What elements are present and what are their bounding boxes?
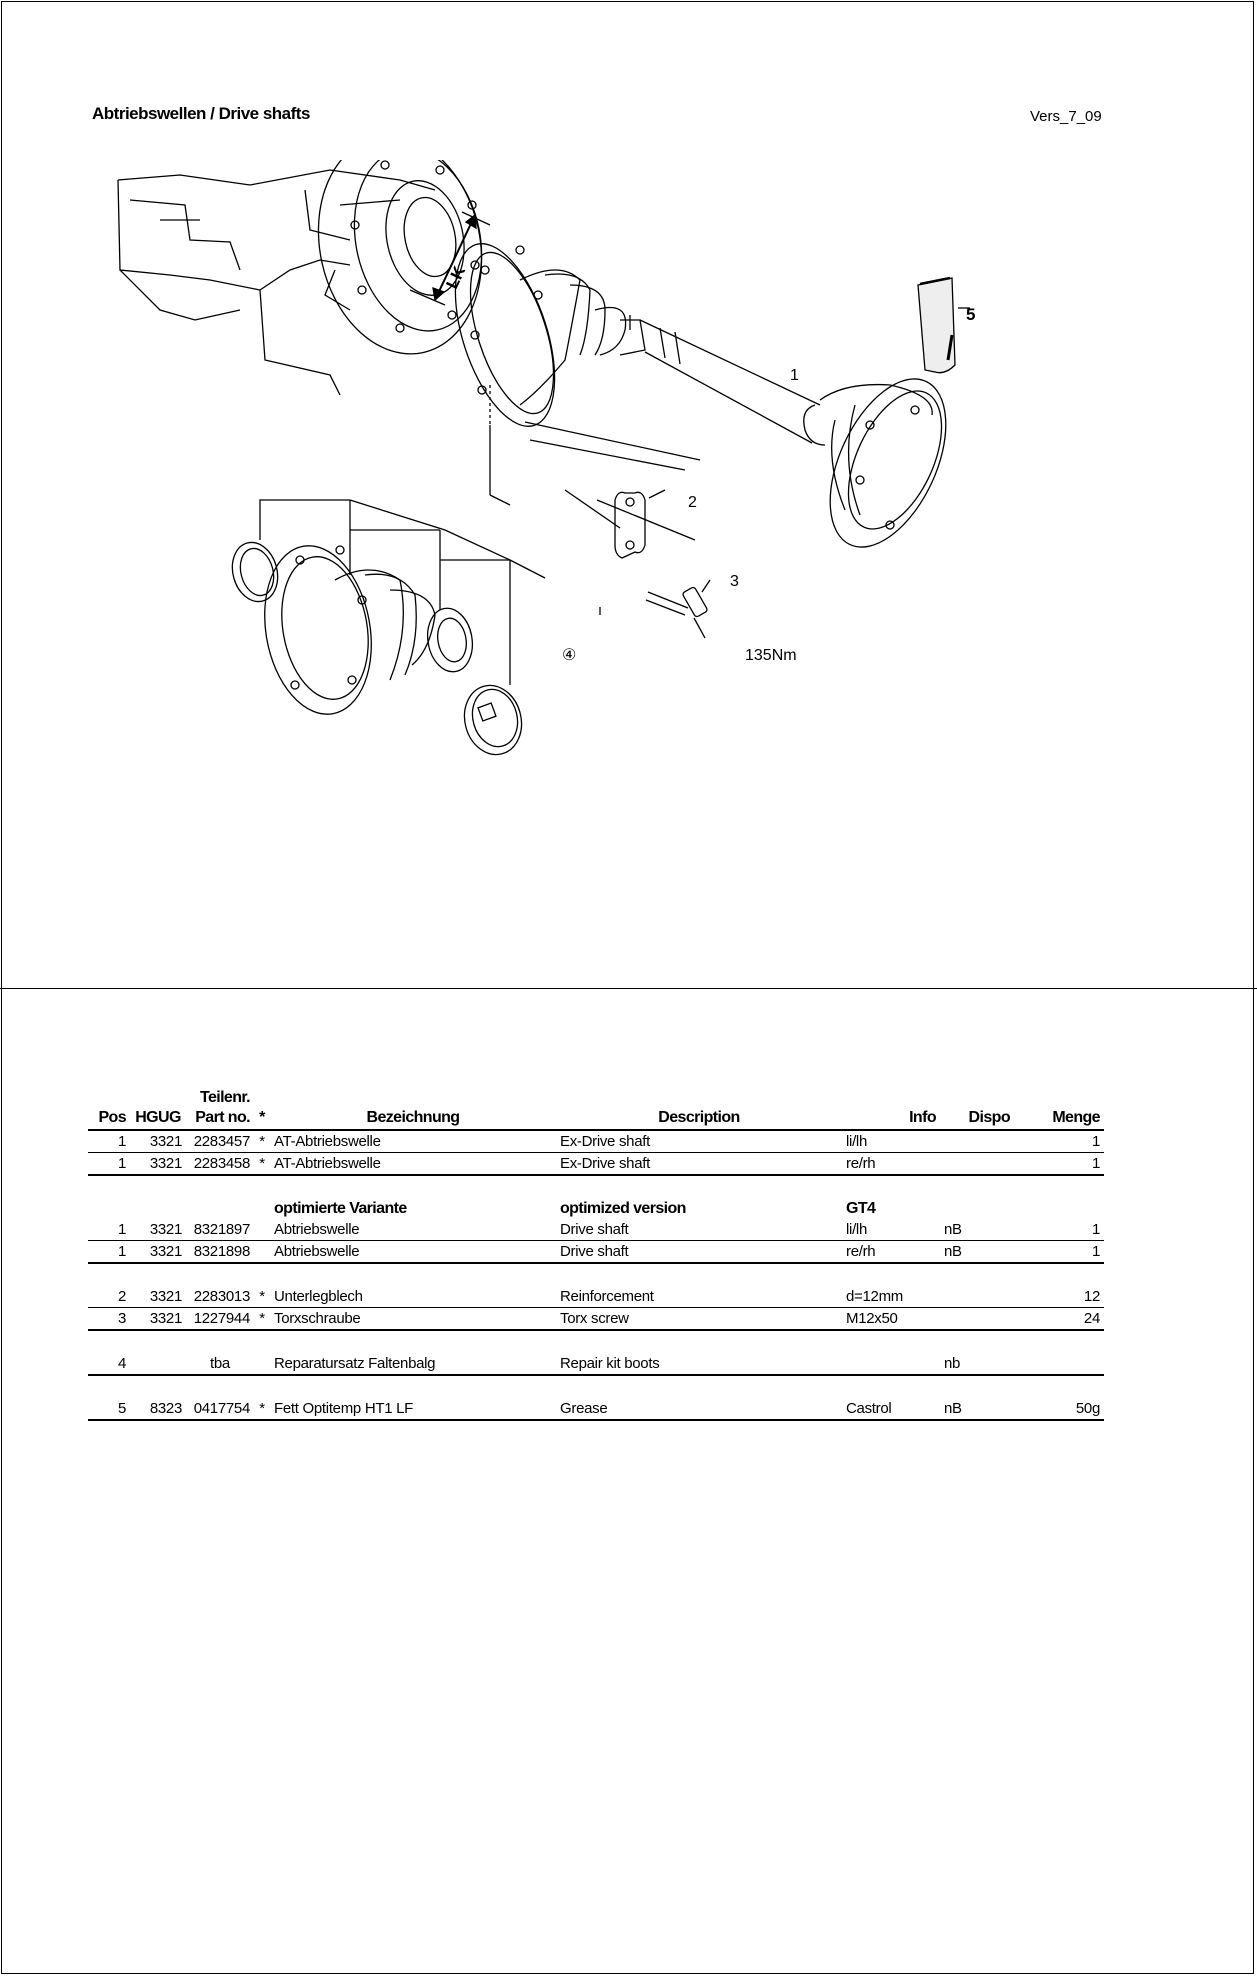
col-dispo: Dispo (940, 1088, 1014, 1131)
drive-shaft-diagram: 1 2 3 ④ 5 135Nm LK (117, 160, 975, 756)
col-info: Info (842, 1088, 940, 1131)
grease-tube (917, 276, 970, 374)
reinforcement-plate (614, 489, 666, 559)
callout-3: 3 (730, 573, 739, 590)
parts-table: Pos HGUG Teilenr.Part no. * Bezeichnung … (88, 1088, 1104, 1421)
torque-label: 135Nm (745, 647, 797, 664)
torx-bolt (645, 579, 711, 639)
col-star: * (254, 1088, 270, 1131)
version-label: Vers_7_09 (1030, 108, 1102, 125)
table-header: Pos HGUG Teilenr.Part no. * Bezeichnung … (88, 1088, 1104, 1131)
col-menge: Menge (1014, 1088, 1104, 1131)
callout-4: ④ (562, 647, 576, 664)
col-partno: Teilenr.Part no. (186, 1088, 254, 1131)
gearbox-housing (117, 169, 436, 396)
col-pos: Pos (88, 1088, 130, 1131)
col-description: Description (556, 1088, 842, 1131)
callout-5: 5 (966, 305, 975, 324)
col-bezeichnung: Bezeichnung (270, 1088, 556, 1131)
page-title: Abtriebswellen / Drive shafts (92, 104, 310, 123)
table-subheader: optimierte Variante optimized version GT… (274, 1200, 876, 1217)
page-divider (0, 988, 1257, 989)
callout-1: 1 (790, 367, 799, 384)
shaft-body (639, 319, 821, 444)
housing-flange (317, 160, 483, 355)
lk-dimension (409, 211, 491, 306)
inner-cv-joint (454, 243, 646, 427)
col-hgug: HGUG (130, 1088, 186, 1131)
lk-label: LK (442, 262, 469, 291)
callout-2: 2 (688, 494, 697, 511)
outer-cv-joint (803, 378, 947, 548)
repair-kit-boot (231, 499, 546, 756)
